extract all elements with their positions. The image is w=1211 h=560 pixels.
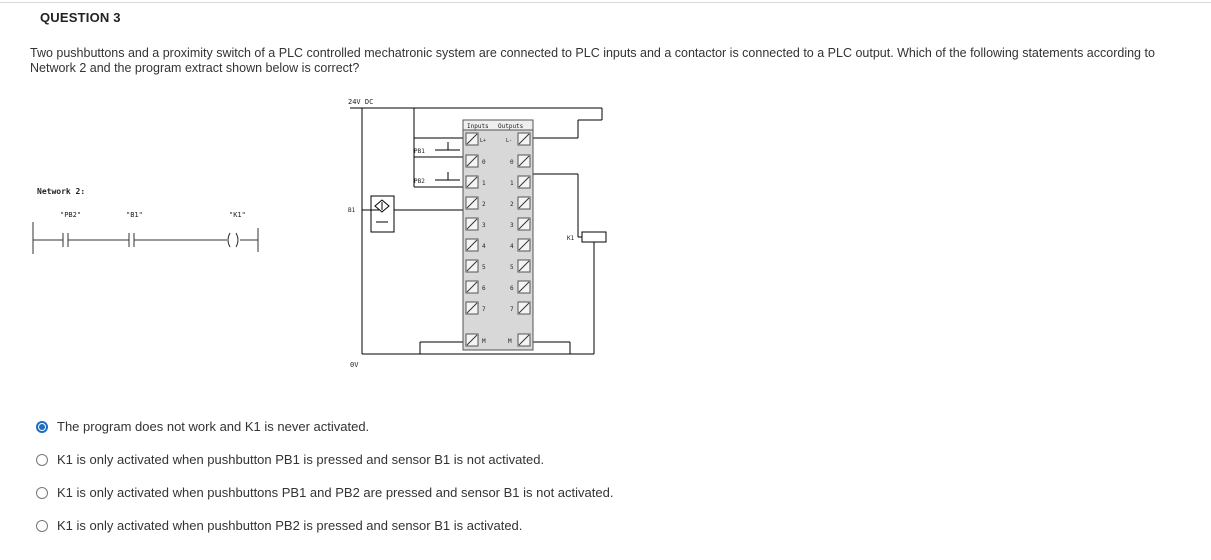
answer-label: K1 is only activated when pushbutton PB2… [57, 518, 523, 533]
output-channel-label: 2 [510, 201, 514, 208]
output-channel-label: 6 [510, 285, 514, 292]
contactor-k1-label: K1 [567, 235, 575, 242]
pushbutton-pb2-label: PB2 [414, 178, 425, 185]
answer-label: K1 is only activated when pushbutton PB1… [57, 452, 545, 467]
answer-option-3[interactable]: K1 is only activated when pushbuttons PB… [36, 476, 613, 509]
radio-button-selected[interactable] [36, 420, 48, 433]
input-channel-label: 6 [482, 285, 486, 292]
m-output-label: M [508, 338, 512, 345]
ladder-coil-k1-label: "K1" [229, 211, 246, 219]
l-plus-label: L+ [480, 138, 486, 144]
question-figure: Network 2: "PB2" "B1" "K1" 24V DC 0V [30, 92, 650, 382]
input-channel-label: 4 [482, 243, 486, 250]
input-channel-label: 1 [482, 180, 486, 187]
plc-terminal-slashes [466, 133, 530, 346]
l-minus-label: L- [506, 138, 512, 144]
input-channel-label: 7 [482, 306, 486, 313]
radio-button[interactable] [36, 519, 48, 532]
pushbutton-pb1-icon [435, 142, 460, 151]
radio-button[interactable] [36, 486, 48, 499]
answer-option-4[interactable]: K1 is only activated when pushbutton PB2… [36, 509, 613, 542]
input-channel-label: 5 [482, 264, 486, 271]
inputs-header: Inputs [467, 123, 489, 130]
answer-options: The program does not work and K1 is neve… [36, 410, 613, 542]
radio-button[interactable] [36, 453, 48, 466]
output-channel-label: 4 [510, 243, 514, 250]
ladder-contact-b1-label: "B1" [126, 211, 143, 219]
ladder-rung [32, 222, 259, 254]
pushbutton-pb2-icon [435, 172, 460, 181]
outputs-header: Outputs [498, 123, 524, 130]
top-divider [0, 2, 1211, 3]
ground-label: 0V [350, 361, 359, 369]
input-channel-label: 2 [482, 201, 486, 208]
output-channel-label: 3 [510, 222, 514, 229]
output-channel-label: 5 [510, 264, 514, 271]
input-channel-label: 0 [482, 159, 486, 166]
proximity-sensor-icon [370, 195, 395, 233]
m-input-label: M [482, 338, 486, 345]
output-channel-label: 7 [510, 306, 514, 313]
output-channel-label: 0 [510, 159, 514, 166]
answer-option-2[interactable]: K1 is only activated when pushbutton PB1… [36, 443, 613, 476]
answer-label: The program does not work and K1 is neve… [57, 419, 370, 434]
supply-label: 24V DC [348, 98, 373, 106]
ladder-contact-pb2-label: "PB2" [60, 211, 81, 219]
answer-label: K1 is only activated when pushbuttons PB… [57, 485, 614, 500]
contactor-coil-icon [581, 231, 607, 243]
sensor-b1-label: B1 [348, 207, 356, 214]
network-label: Network 2: [37, 187, 85, 196]
question-title: QUESTION 3 [40, 10, 121, 25]
wiring-lines [350, 107, 603, 355]
input-channel-label: 3 [482, 222, 486, 229]
wiring-diagram: Network 2: "PB2" "B1" "K1" 24V DC 0V [32, 98, 607, 369]
output-channel-label: 1 [510, 180, 514, 187]
answer-option-1[interactable]: The program does not work and K1 is neve… [36, 410, 613, 443]
question-text: Two pushbuttons and a proximity switch o… [30, 46, 1155, 75]
pushbutton-pb1-label: PB1 [414, 148, 425, 155]
